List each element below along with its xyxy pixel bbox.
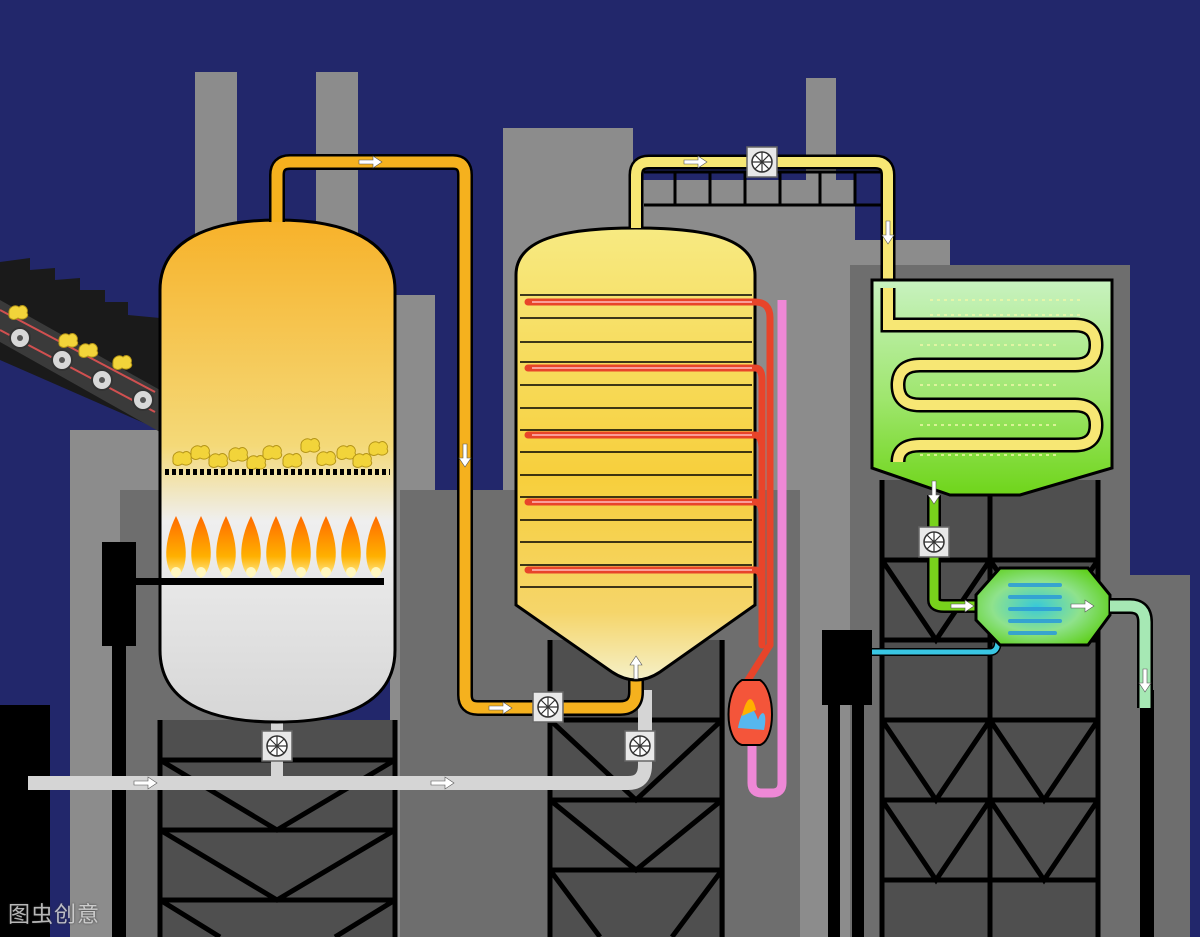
coal-conveyor-icon — [0, 258, 160, 432]
heating-coil — [524, 298, 774, 684]
flame-icon — [166, 516, 386, 578]
reactor-vessel — [514, 226, 774, 684]
cooler-tank — [870, 278, 1114, 497]
burner-housing — [102, 542, 136, 646]
heater-burner — [727, 300, 787, 798]
watermark: 图虫创意 — [8, 903, 101, 928]
scrubber — [872, 495, 1153, 708]
syngas-pipe — [269, 154, 644, 716]
gasifier-vessel — [120, 218, 397, 724]
